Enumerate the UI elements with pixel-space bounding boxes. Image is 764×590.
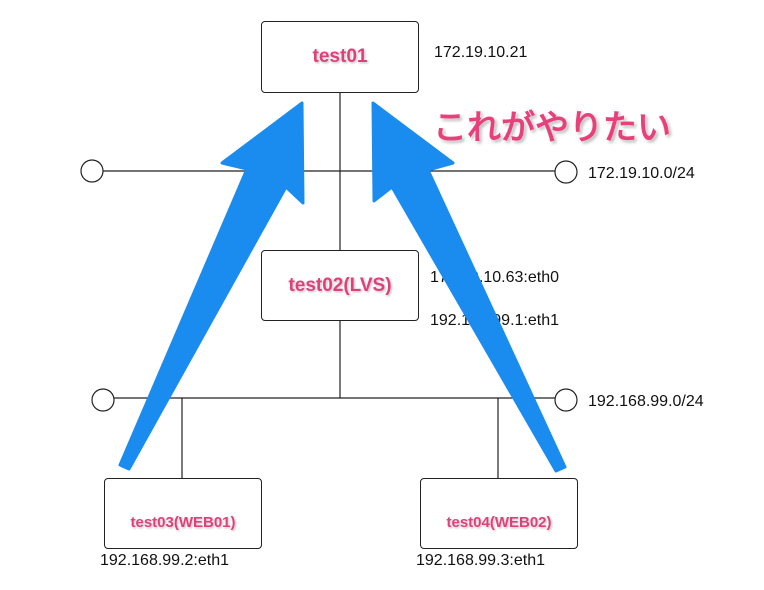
- node-test04: test04(WEB02): [420, 478, 578, 549]
- node-test02: test02(LVS): [261, 250, 419, 321]
- upper-network-right-end: [554, 160, 578, 184]
- node-label: test04(WEB02): [446, 514, 552, 531]
- node-test01: test01: [261, 21, 419, 93]
- node-label: test02(LVS): [288, 274, 392, 296]
- node-label: test03(WEB01): [130, 514, 236, 531]
- node-test03: test03(WEB01): [104, 478, 262, 549]
- ip-test02-eth0: 172.19.10.63:eth0: [430, 269, 560, 286]
- ip-test03: 192.168.99.2:eth1: [100, 552, 230, 569]
- ip-test01: 172.19.10.21: [434, 44, 528, 61]
- lower-network-left-end: [91, 388, 115, 412]
- lower-network-right-end: [554, 388, 578, 412]
- ip-test04: 192.168.99.3:eth1: [416, 552, 546, 569]
- callout-text: これがやりたい: [433, 108, 671, 148]
- upper-network-left-end: [80, 159, 104, 183]
- node-label: test01: [312, 46, 368, 67]
- ip-test02-eth1: 192.168.99.1:eth1: [430, 312, 560, 329]
- network-lower-label: 192.168.99.0/24: [588, 393, 704, 410]
- network-upper-label: 172.19.10.0/24: [588, 165, 695, 182]
